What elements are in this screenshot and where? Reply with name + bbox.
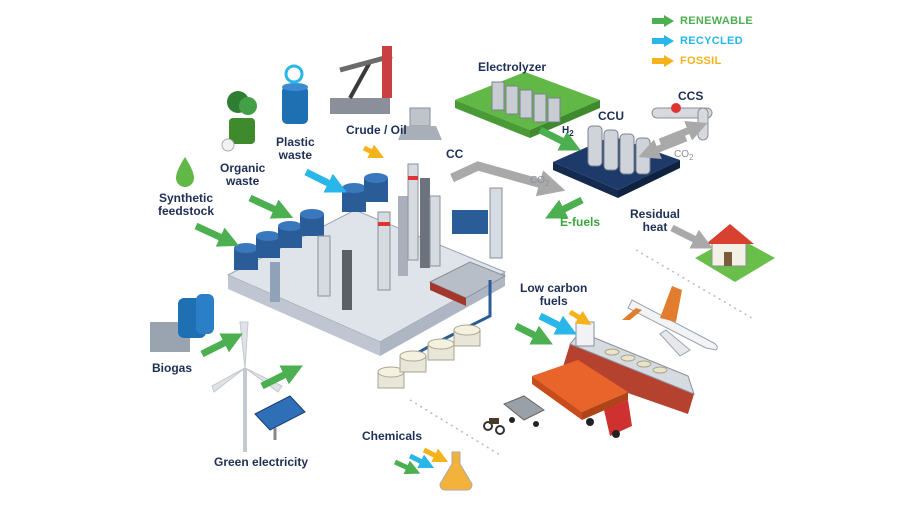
dashed-guides [409, 249, 753, 456]
arrow-crude [362, 144, 385, 159]
oil-pumpjack-icon [330, 46, 393, 114]
chemicals-flask-icon [439, 451, 473, 491]
label-efuels: E-fuels [560, 215, 601, 229]
electrolyzer-icon [455, 72, 600, 138]
arrow-icon [652, 35, 674, 47]
arrow-efuels [545, 196, 584, 219]
arrow-icon [652, 15, 674, 27]
label-residual-heat: Residual heat [630, 207, 681, 234]
arrow-lowcarbon-green [514, 322, 553, 345]
label-co2-ccs: CO2 [674, 149, 694, 162]
arrow-organic [248, 194, 294, 219]
legend: RENEWABLE RECYCLED FOSSIL [652, 11, 753, 71]
solar-panel-icon [254, 395, 306, 440]
airplane-icon [622, 286, 718, 357]
arrow-biogas [200, 333, 243, 358]
label-co2-cc: CO2 [530, 175, 550, 188]
motorbike-icon [483, 418, 505, 435]
label-h2: H2 [562, 125, 574, 138]
biogas-icon [150, 294, 214, 352]
arrow-ccs-out [658, 121, 708, 146]
label-low-carbon-fuels: Low carbon fuels [520, 281, 588, 308]
wind-turbine-icon [211, 321, 283, 452]
legend-item-renewable: RENEWABLE [652, 11, 753, 31]
arrow-icon [652, 55, 674, 67]
house-icon [695, 224, 775, 282]
label-biogas: Biogas [152, 361, 193, 375]
tanker-ship-icon [562, 321, 695, 414]
label-electrolyzer: Electrolyzer [478, 60, 547, 74]
plastic-barrel-icon [282, 64, 308, 124]
arrow-chem-blue [408, 453, 435, 469]
label-ccs: CCS [678, 89, 704, 103]
label-organic-waste: Organic waste [220, 161, 266, 188]
arrow-lowcarbon-yellow [568, 309, 592, 325]
truck-icon [532, 360, 632, 438]
label-synthetic-feedstock: Synthetic feedstock [158, 191, 215, 218]
label-cc: CC [446, 147, 464, 161]
arrow-residual-heat [670, 224, 713, 249]
arrows [194, 121, 713, 475]
refinery-plant-icon [226, 107, 507, 389]
label-chemicals: Chemicals [362, 429, 423, 443]
legend-label: FOSSIL [680, 55, 722, 67]
label-green-electricity: Green electricity [214, 455, 309, 469]
arrow-electricity [260, 365, 303, 390]
legend-item-fossil: FOSSIL [652, 51, 753, 71]
arrow-synthetic [194, 222, 240, 247]
label-crude-oil: Crude / Oil [346, 123, 407, 137]
car-icon [503, 395, 545, 427]
label-ccu: CCU [598, 109, 624, 123]
arrow-lowcarbon-blue [538, 312, 577, 335]
arrow-ccs-in [638, 134, 688, 159]
legend-item-recycled: RECYCLED [652, 31, 753, 51]
arrow-chem-green [393, 459, 421, 475]
droplet-icon [176, 157, 194, 187]
arrow-co2-to-ccu [450, 161, 566, 197]
label-plastic-waste: Plastic waste [276, 135, 315, 162]
organic-waste-icon [221, 91, 257, 152]
legend-label: RECYCLED [680, 35, 743, 47]
arrow-h2 [538, 126, 581, 151]
arrow-chem-yellow [422, 447, 449, 463]
arrow-plastic [304, 168, 347, 193]
legend-label: RENEWABLE [680, 15, 753, 27]
